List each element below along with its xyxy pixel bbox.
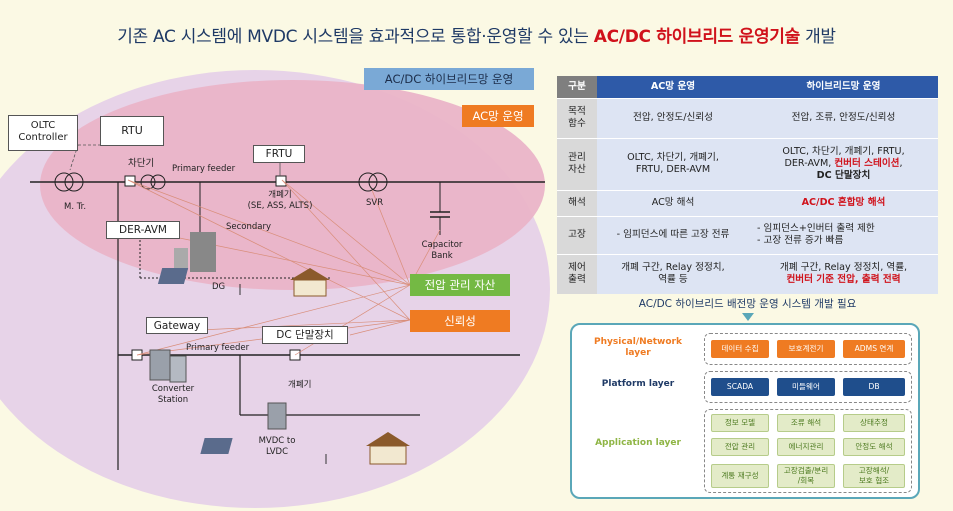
ac-cell: 전압, 안정도/신뢰성: [597, 97, 749, 138]
m-tr-label: M. Tr.: [64, 202, 87, 212]
hybrid-cell: 개폐 구간, Relay 정정치, 역률,컨버터 기준 전압, 출력 전력: [749, 253, 938, 294]
row-label: 제어 출력: [557, 253, 597, 294]
hybrid-cell: 전압, 조류, 안정도/신뢰성: [749, 97, 938, 138]
table-header: AC망 운영: [597, 76, 749, 98]
tag-voltage-asset: 전압 관리 자산: [410, 274, 510, 296]
row-label: 관리 자산: [557, 137, 597, 190]
layer-item: 고장검출/분리 /회복: [777, 464, 835, 488]
tag-reliability: 신뢰성: [410, 310, 510, 332]
breaker-label: 차단기: [128, 158, 155, 169]
table-row: 제어 출력 개폐 구간, Relay 정정치, 역률 등 개폐 구간, Rela…: [557, 253, 938, 294]
system-layers-panel: Physical/Network layer 데이터 수집 보호계전기 ADMS…: [570, 323, 920, 499]
layer-item: 정보 모델: [711, 414, 769, 432]
table-header: 하이브리드망 운영: [749, 76, 938, 98]
primary-feeder-top-label: Primary feeder: [172, 164, 236, 174]
layer-item: 미들웨어: [777, 378, 835, 396]
capacitor-bank-label: Capacitor Bank: [421, 240, 463, 261]
dg-label: DG: [212, 282, 226, 292]
layer-item: 계통 재구성: [711, 464, 769, 488]
comparison-table: 구분 AC망 운영 하이브리드망 운영 목적 함수 전압, 안정도/신뢰성 전압…: [557, 76, 938, 294]
layer-item: 고장해석/ 보호 협조: [843, 464, 905, 488]
row-label: 고장: [557, 215, 597, 254]
ac-cell: OLTC, 차단기, 개폐기, FRTU, DER-AVM: [597, 137, 749, 190]
title-highlight: AC/DC 하이브리드 운영기술: [593, 27, 801, 47]
table-row: 목적 함수 전압, 안정도/신뢰성 전압, 조류, 안정도/신뢰성: [557, 97, 938, 138]
layer-item: 전압 관리: [711, 438, 769, 456]
table-row: 관리 자산 OLTC, 차단기, 개폐기, FRTU, DER-AVM OLTC…: [557, 137, 938, 190]
development-need-text: AC/DC 하이브리드 배전망 운영 시스템 개발 필요: [638, 298, 857, 310]
ac-cell: 개폐 구간, Relay 정정치, 역률 등: [597, 253, 749, 294]
frtu-box: FRTU: [253, 145, 305, 163]
down-arrow-icon: [742, 313, 754, 321]
layer-item: 보호계전기: [777, 340, 835, 358]
ac-cell: - 임피던스에 따른 고장 전류: [597, 215, 749, 254]
converter-station-label: Converter Station: [151, 384, 195, 405]
dc-device-box: DC 단말장치: [262, 326, 348, 344]
ac-network-ellipse: [40, 80, 545, 290]
layer-item: 상태추정: [843, 414, 905, 432]
switch-bottom-label: 개폐기: [288, 380, 312, 390]
layer-item: 안정도 해석: [843, 438, 905, 456]
platform-layer-label: Platform layer: [601, 379, 675, 389]
layer-item: 에너지관리: [777, 438, 835, 456]
physical-layer-group: 데이터 수집 보호계전기 ADMS 연계: [704, 333, 912, 365]
application-layer-group: 정보 모델 조류 해석 상태추정 전압 관리 에너지관리 안정도 해석 계통 재…: [704, 409, 912, 493]
hybrid-cell: AC/DC 혼합망 해석: [749, 189, 938, 216]
tag-ac-operation: AC망 운영: [462, 105, 534, 127]
rtu-box: RTU: [100, 116, 164, 146]
layer-item: SCADA: [711, 378, 769, 396]
ac-cell: AC망 해석: [597, 189, 749, 216]
hybrid-cell: OLTC, 차단기, 개폐기, FRTU, DER-AVM, 컨버터 스테이션,…: [749, 137, 938, 190]
table-row: 고장 - 임피던스에 따른 고장 전류 - 임피던스+인버터 출력 제한- 고장…: [557, 215, 938, 254]
application-layer-label: Application layer: [595, 438, 681, 448]
table-header-row: 구분 AC망 운영 하이브리드망 운영: [557, 76, 938, 98]
tag-hybrid-operation: AC/DC 하이브리드망 운영: [364, 68, 534, 90]
gateway-box: Gateway: [146, 317, 208, 334]
mvdc-to-lvdc-label: MVDC to LVDC: [258, 436, 296, 457]
der-avm-box: DER-AVM: [106, 221, 180, 239]
svr-label: SVR: [366, 198, 384, 208]
platform-layer-group: SCADA 미들웨어 DB: [704, 371, 912, 403]
network-diagram-lines: [30, 144, 545, 470]
row-label: 목적 함수: [557, 97, 597, 138]
table-header: 구분: [557, 76, 597, 98]
primary-feeder-bottom-label: Primary feeder: [186, 343, 250, 353]
switch-top-label: 개폐기 (SE, ASS, ALTS): [247, 190, 313, 211]
row-label: 해석: [557, 189, 597, 216]
oltc-controller-box: OLTC Controller: [8, 115, 78, 151]
secondary-label: Secondary: [226, 222, 272, 232]
layer-item: 데이터 수집: [711, 340, 769, 358]
layer-item: 조류 해석: [777, 414, 835, 432]
table-row: 해석 AC망 해석 AC/DC 혼합망 해석: [557, 189, 938, 216]
page-title: 기존 AC 시스템에 MVDC 시스템을 효과적으로 통합·운영할 수 있는 A…: [117, 27, 836, 47]
layer-item: DB: [843, 378, 905, 396]
physical-layer-label: Physical/Network layer: [594, 337, 682, 358]
layer-item: ADMS 연계: [843, 340, 905, 358]
hybrid-cell: - 임피던스+인버터 출력 제한- 고장 전류 증가 빠름: [749, 215, 938, 254]
